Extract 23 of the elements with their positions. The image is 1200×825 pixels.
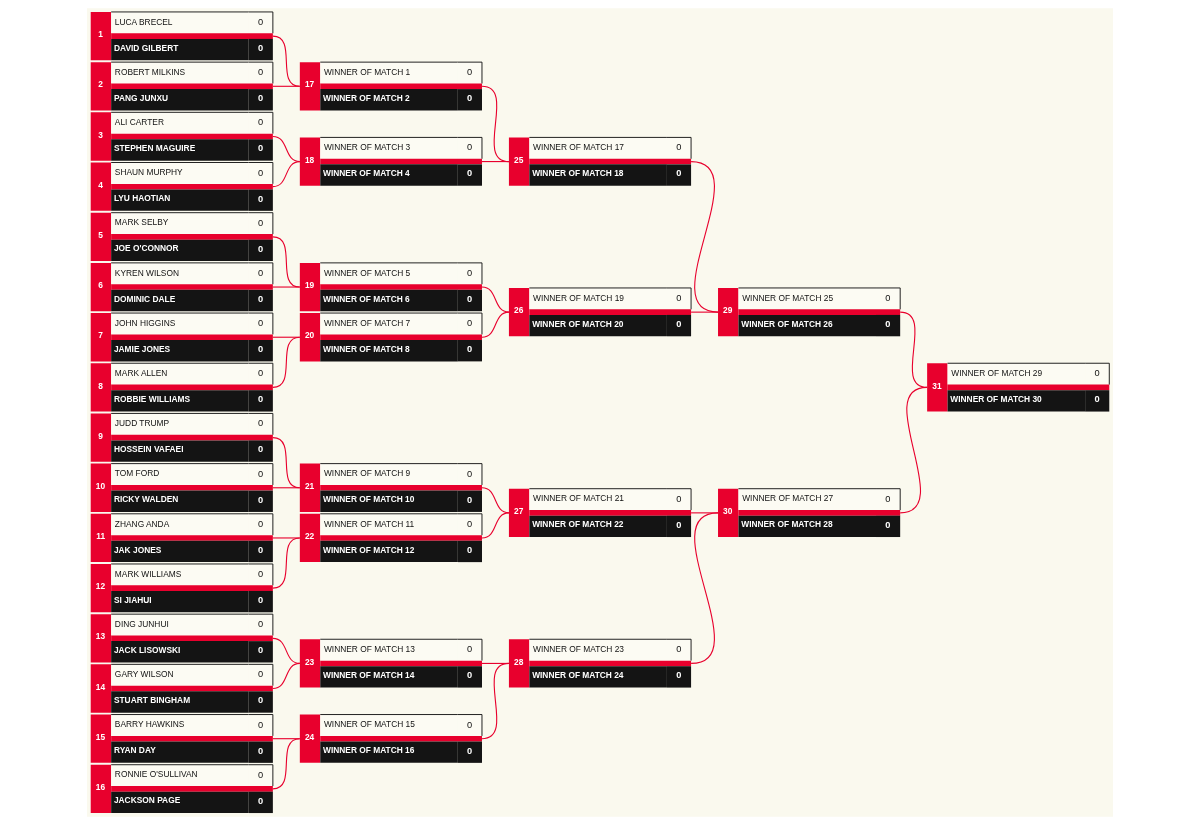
node-text: 4 SHAUN MURPHY 0 LYU HAOTIAN 0 — [98, 167, 264, 204]
node-text: 28 WINNER OF MATCH 23 0 WINNER OF MATCH 24 0 — [514, 643, 682, 681]
node-text: 2 ROBERT MILKINS 0 PANG JUNXU 0 — [98, 66, 264, 104]
node-text: 17 WINNER OF MATCH 1 0 WINNER OF MATCH 2 0 — [304, 66, 473, 104]
node-text: 12 MARK WILLIAMS 0 SI JIAHUI 0 — [95, 568, 264, 606]
node-text: 31 WINNER OF MATCH 29 0 WINNER OF MATCH 30 0 — [932, 367, 1100, 405]
node-text: 24 WINNER OF MATCH 15 0 WINNER OF MATCH 16 0 — [304, 719, 473, 756]
node-text: 23 WINNER OF MATCH 13 0 WINNER OF MATCH 14 0 — [304, 643, 473, 681]
node-text: 19 WINNER OF MATCH 5 0 WINNER OF MATCH 6 0 — [304, 267, 473, 304]
node-text: 6 KYREN WILSON 0 DOMINIC DALE 0 — [98, 267, 264, 304]
node-text: 21 WINNER OF MATCH 9 0 WINNER OF MATCH 10 0 — [304, 468, 473, 505]
node-text: 13 DING JUNHUI 0 JACK LISOWSKI 0 — [95, 618, 264, 656]
node-text: 10 TOM FORD 0 RICKY WALDEN 0 — [95, 468, 264, 505]
node-text: 15 BARRY HAWKINS 0 RYAN DAY 0 — [95, 719, 264, 756]
node-text: 3 ALI CARTER 0 STEPHEN MAGUIRE 0 — [98, 117, 264, 154]
node-text: 14 GARY WILSON 0 STUART BINGHAM 0 — [95, 669, 264, 706]
node-text: 8 MARK ALLEN 0 ROBBIE WILLIAMS 0 — [98, 367, 264, 405]
node-text: 18 WINNER OF MATCH 3 0 WINNER OF MATCH 4 0 — [304, 142, 473, 179]
node-text: 16 RONNIE O'SULLIVAN 0 JACKSON PAGE 0 — [95, 769, 264, 806]
node-text: 30 WINNER OF MATCH 27 0 WINNER OF MATCH 28 0 — [723, 493, 891, 530]
node-text: 25 WINNER OF MATCH 17 0 WINNER OF MATCH 18 0 — [514, 142, 682, 179]
node-text: 5 MARK SELBY 0 JOE O'CONNOR 0 — [98, 217, 264, 254]
node-text: 27 WINNER OF MATCH 21 0 WINNER OF MATCH 22 0 — [514, 493, 682, 530]
